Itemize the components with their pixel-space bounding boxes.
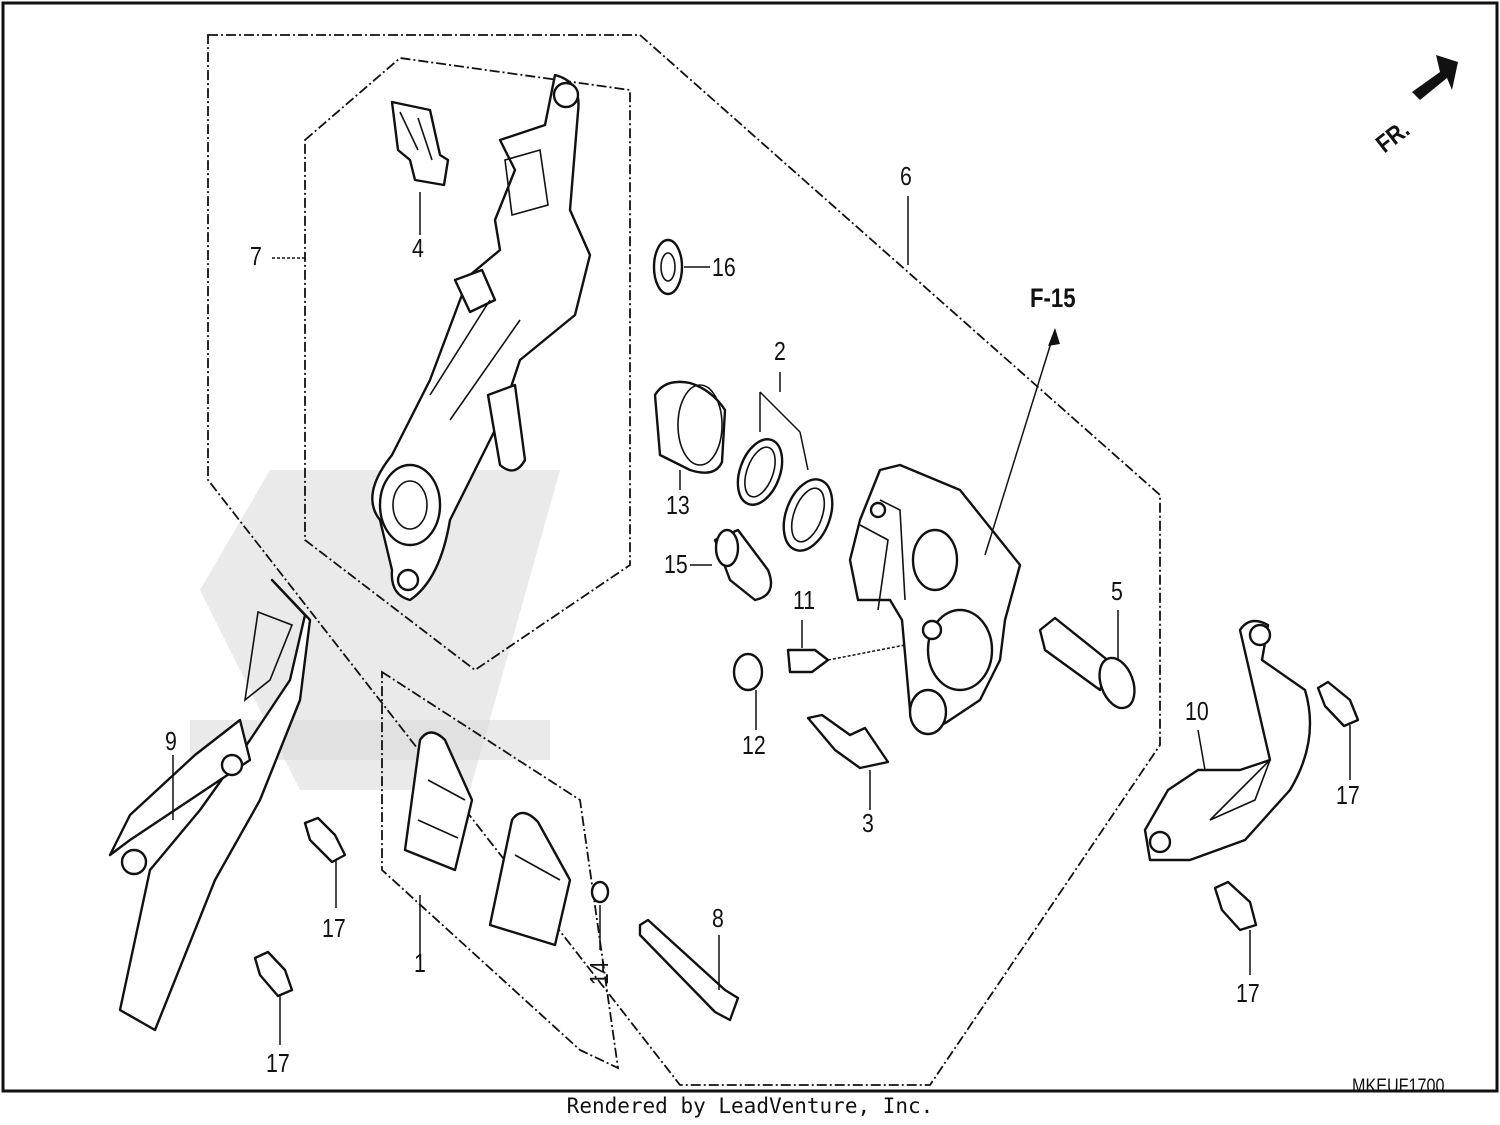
callout-2: 2 <box>774 336 786 366</box>
callout-12: 12 <box>742 730 766 760</box>
callout-17-left-lower: 17 <box>266 1048 290 1078</box>
part-9-caliper-guard <box>108 578 312 1032</box>
part-2-piston-seals <box>736 438 834 552</box>
callout-17-right-lower: 17 <box>1236 978 1260 1008</box>
callout-15: 15 <box>664 549 688 579</box>
part-5-slide-pin-bolt <box>1038 616 1136 710</box>
part-13-piston <box>653 380 727 474</box>
callout-11: 11 <box>793 585 816 615</box>
front-direction-arrow <box>1412 55 1458 100</box>
page-border <box>1 1 1499 1093</box>
callout-3: 3 <box>862 808 874 838</box>
callout-8: 8 <box>712 903 724 933</box>
part-1-brake-pads <box>403 731 572 947</box>
callout-6: 6 <box>900 161 912 191</box>
callout-5: 5 <box>1111 576 1123 606</box>
callout-7: 7 <box>250 241 262 271</box>
part-17-bolt-b <box>253 950 294 998</box>
callout-10: 10 <box>1185 696 1209 726</box>
part-6-caliper-body <box>848 463 1022 736</box>
credit-line: Rendered by LeadVenture, Inc. <box>566 1094 934 1118</box>
callout-9: 9 <box>165 726 177 756</box>
diagram-code: MKEUF1700 <box>1352 1076 1445 1097</box>
part-7-caliper-bracket <box>371 73 592 602</box>
caliper-assembly-outline <box>207 34 1161 1086</box>
part-17-bolt-c <box>1316 680 1360 728</box>
part-17-bolt-d <box>1213 880 1258 932</box>
part-11-bleeder <box>786 648 830 674</box>
pad-set-outline <box>381 670 620 1070</box>
part-4-pad-spring <box>390 100 450 187</box>
callout-13: 13 <box>666 490 690 520</box>
part-3-retainer-clip <box>806 713 890 770</box>
bracket-group-outline <box>304 57 631 672</box>
callout-4: 4 <box>412 233 424 263</box>
callout-1: 1 <box>414 948 426 978</box>
part-8-pad-pin <box>638 918 740 1022</box>
part-14-washer <box>590 880 610 904</box>
callout-17-right-upper: 17 <box>1336 780 1360 810</box>
callout-ref-f15: F-15 <box>1030 283 1076 313</box>
part-15-slide-pin <box>713 528 773 602</box>
callout-14: 14 <box>584 961 614 985</box>
part-12-bleeder-cap <box>732 652 764 692</box>
part-10-caliper-guard <box>1143 619 1312 862</box>
part-16-boot <box>652 238 684 296</box>
callout-17-left-upper: 17 <box>322 913 346 943</box>
leader-lines <box>172 192 1351 1045</box>
callout-16: 16 <box>712 252 736 282</box>
part-17-bolt-a <box>303 816 347 864</box>
